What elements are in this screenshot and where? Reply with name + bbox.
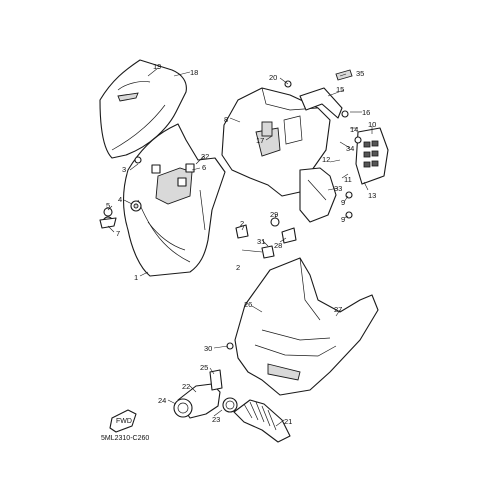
callout-31: 31 xyxy=(257,237,265,246)
callout-33: 33 xyxy=(334,184,342,193)
callout-29: 29 xyxy=(270,210,278,219)
part-left-fasteners xyxy=(99,163,195,229)
part-hook-bracket xyxy=(299,69,353,119)
callout-9-upper: 9 xyxy=(341,198,345,207)
callout-2-upper: 2 xyxy=(240,219,244,228)
callout-20: 20 xyxy=(269,73,277,82)
part-floor-panel xyxy=(234,257,379,396)
callout-28: 28 xyxy=(274,241,282,250)
callout-27: 27 xyxy=(334,305,342,314)
part-stay xyxy=(299,167,337,223)
callout-30: 30 xyxy=(204,344,212,353)
callout-23: 23 xyxy=(212,415,220,424)
callout-1: 1 xyxy=(134,273,138,282)
callout-17: 17 xyxy=(256,136,264,145)
callout-6: 6 xyxy=(202,163,206,172)
callout-35: 35 xyxy=(356,69,364,78)
callout-14: 14 xyxy=(350,125,358,134)
callout-9-lower: 9 xyxy=(341,215,345,224)
callout-12: 12 xyxy=(322,155,330,164)
callout-19: 19 xyxy=(153,62,161,71)
part-intake-duct xyxy=(173,369,238,419)
callout-3: 3 xyxy=(122,165,126,174)
part-front-fairing xyxy=(122,123,226,277)
callout-26: 26 xyxy=(244,300,252,309)
part-front-top-cover xyxy=(99,59,187,159)
callout-25: 25 xyxy=(200,363,208,372)
callout-22: 22 xyxy=(182,382,190,391)
callout-4: 4 xyxy=(118,195,122,204)
callout-16: 16 xyxy=(362,108,370,117)
diagram-code: 5ML2310-C260 xyxy=(101,435,149,442)
callout-13: 13 xyxy=(368,191,376,200)
fwd-label: FWD xyxy=(116,418,132,425)
callout-15: 15 xyxy=(336,85,344,94)
callout-24: 24 xyxy=(158,396,166,405)
callout-18: 18 xyxy=(190,68,198,77)
callout-11: 11 xyxy=(344,175,352,184)
fwd-arrow-icon: FWD xyxy=(109,409,137,433)
callout-numbers: 19 18 20 35 15 16 8 14 10 34 17 32 6 3 4… xyxy=(106,62,376,426)
callout-32: 32 xyxy=(201,152,209,161)
part-clips xyxy=(235,217,297,259)
callout-7: 7 xyxy=(116,229,120,238)
callout-5: 5 xyxy=(106,201,110,210)
part-inner-panel xyxy=(221,87,331,197)
callout-2-lower: 2 xyxy=(236,263,240,272)
part-hose xyxy=(233,399,291,443)
callout-34: 34 xyxy=(346,144,354,153)
callout-8: 8 xyxy=(224,115,228,124)
leader-lines xyxy=(107,67,373,427)
part-hook-assy xyxy=(355,127,389,185)
callout-21: 21 xyxy=(284,417,292,426)
callout-10: 10 xyxy=(368,120,376,129)
